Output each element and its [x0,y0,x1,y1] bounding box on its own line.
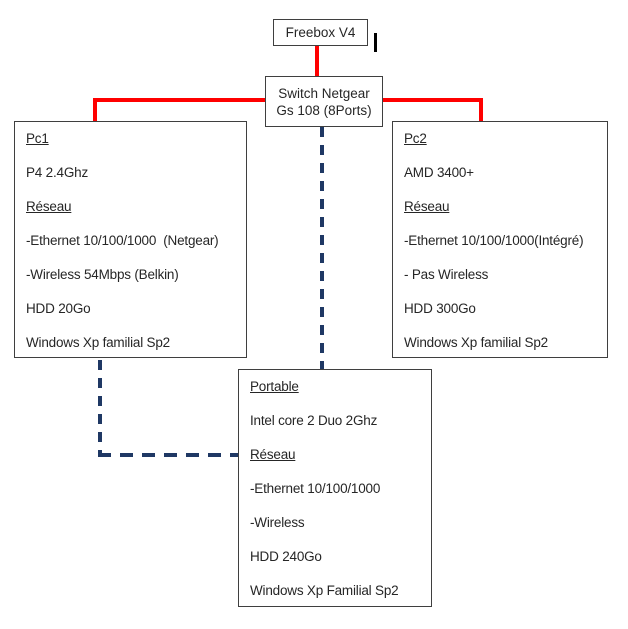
pc1-hdd: HDD 20Go [26,301,91,316]
pc2-cpu: AMD 3400+ [404,165,474,180]
wired-link-freebox-switch [315,46,319,76]
portable-cpu: Intel core 2 Duo 2Ghz [250,413,378,428]
wired-link-switch-pc1-vertical [93,98,97,121]
pc1-os: Windows Xp familial Sp2 [26,335,170,350]
wired-link-switch-pc1-horizontal [93,98,265,102]
portable-wireless: -Wireless [250,515,305,530]
switch-label-line1: Switch Netgear [278,85,370,101]
portable-title: Portable [250,379,299,394]
pc1-ethernet: -Ethernet 10/100/1000 (Netgear) [26,233,219,248]
pc2-network-heading: Réseau [404,199,450,214]
portable-hdd: HDD 240Go [250,549,322,564]
pc1-wireless: -Wireless 54Mbps (Belkin) [26,267,179,282]
dashed-link-pc1-portable-vertical [98,360,102,457]
pc2-hdd: HDD 300Go [404,301,476,316]
text-cursor-artifact [374,33,377,52]
portable-ethernet: -Ethernet 10/100/1000 [250,481,381,496]
node-freebox: Freebox V4 [273,19,368,46]
pc1-network-heading: Réseau [26,199,72,214]
node-switch: Switch Netgear Gs 108 (8Ports) [265,76,383,127]
dashed-link-switch-portable [320,127,324,369]
node-pc2: Pc2 AMD 3400+ Réseau -Ethernet 10/100/10… [392,121,608,358]
wired-link-switch-pc2-horizontal [383,98,483,102]
portable-network-heading: Réseau [250,447,296,462]
pc1-cpu: P4 2.4Ghz [26,165,88,180]
pc1-title: Pc1 [26,131,49,146]
pc2-title: Pc2 [404,131,427,146]
wired-link-switch-pc2-vertical [479,98,483,121]
node-pc1: Pc1 P4 2.4Ghz Réseau -Ethernet 10/100/10… [14,121,247,358]
pc2-ethernet: -Ethernet 10/100/1000(Intégré) [404,233,584,248]
portable-os: Windows Xp Familial Sp2 [250,583,399,598]
switch-label-line2: Gs 108 (8Ports) [276,102,372,118]
node-portable: Portable Intel core 2 Duo 2Ghz Réseau -E… [238,369,432,607]
pc2-os: Windows Xp familial Sp2 [404,335,548,350]
pc2-wireless: - Pas Wireless [404,267,489,282]
freebox-label: Freebox V4 [285,25,356,40]
dashed-link-pc1-portable-horizontal [98,453,238,457]
